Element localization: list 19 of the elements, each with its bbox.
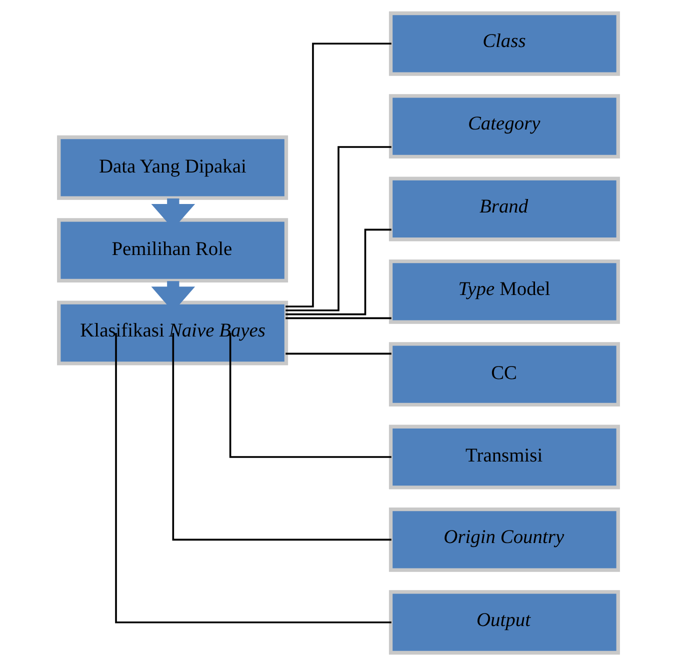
connector <box>172 333 392 541</box>
node-box: Class <box>388 11 620 76</box>
connector <box>229 333 392 458</box>
connector <box>286 228 392 316</box>
node-box: Category <box>388 94 620 159</box>
node-box: Output <box>388 590 620 655</box>
node-box: Type Model <box>388 259 620 324</box>
connector <box>286 146 392 312</box>
node-box: Origin Country <box>388 507 620 572</box>
node-box: Data Yang Dipakai <box>57 135 288 200</box>
connector <box>286 317 392 320</box>
node-box: Brand <box>388 176 620 242</box>
node-box: Klasifikasi Naive Bayes <box>57 300 288 366</box>
connector <box>286 42 392 308</box>
connector <box>115 333 392 624</box>
connector <box>286 352 392 355</box>
node-box: Pemilihan Role <box>57 218 288 283</box>
node-box: CC <box>388 342 620 407</box>
node-box: Transmisi <box>388 424 620 490</box>
